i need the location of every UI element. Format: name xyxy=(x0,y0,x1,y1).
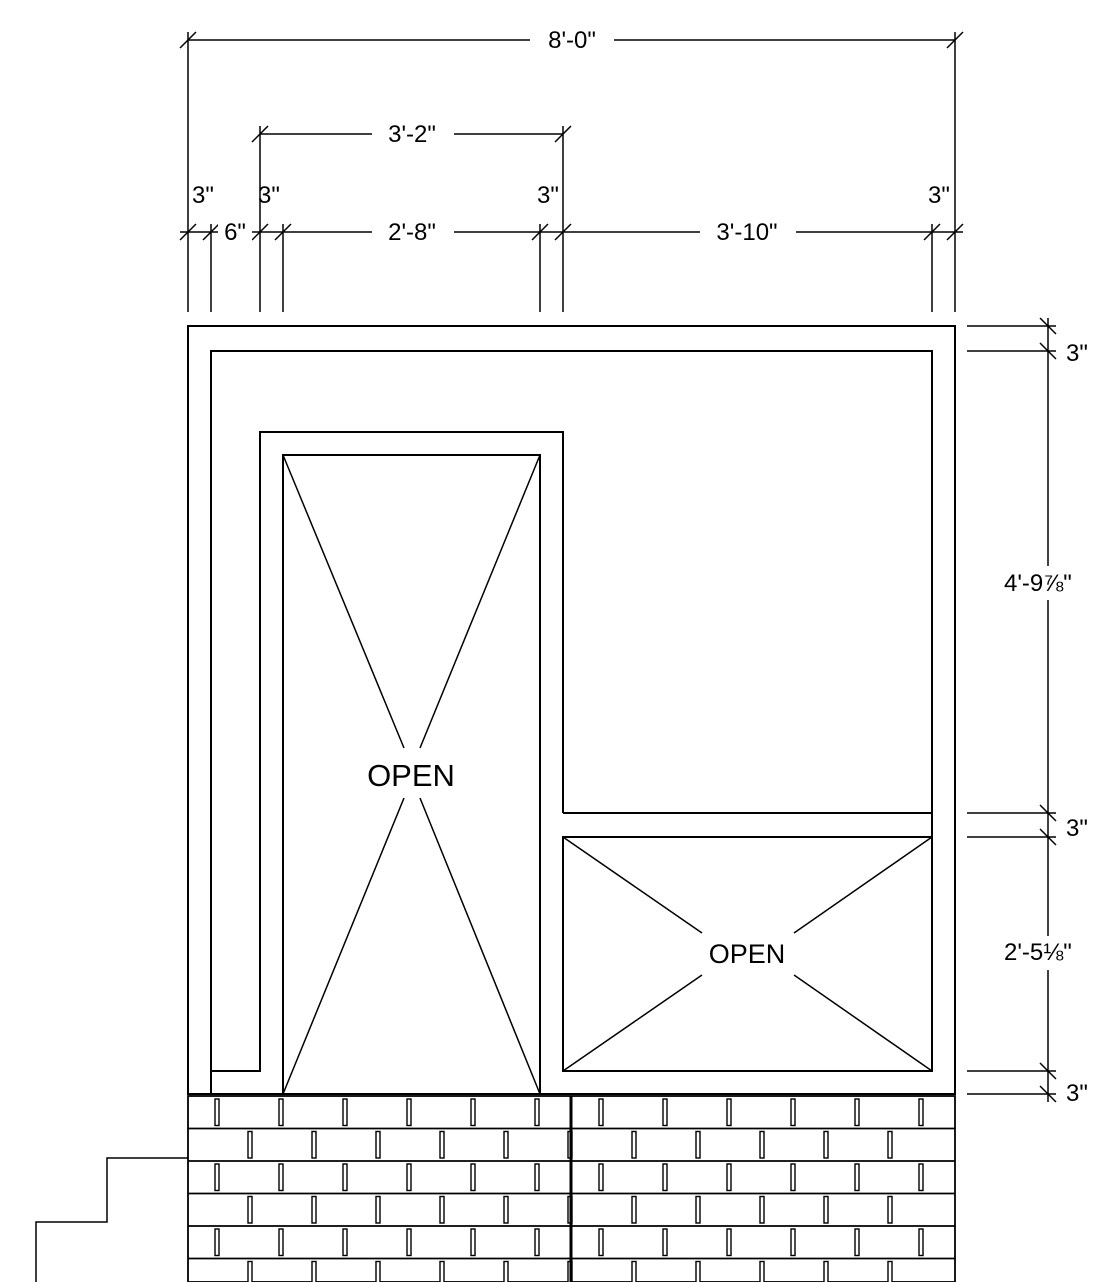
brick-joint xyxy=(759,1195,765,1224)
brick-joint xyxy=(662,1098,668,1127)
brick-base xyxy=(187,1095,956,1282)
brick-joint xyxy=(598,1163,604,1192)
brick-joint xyxy=(247,1130,253,1159)
brick-joint xyxy=(470,1098,476,1127)
brick-joint xyxy=(695,1130,701,1159)
steps xyxy=(35,1157,188,1282)
bottom-sill-label: 3" xyxy=(1066,1080,1088,1107)
brick-joint xyxy=(854,1228,860,1257)
brick-joint xyxy=(534,1228,540,1257)
dimension-overall-width: 8'-0" xyxy=(179,26,964,312)
left-jamb-a-label: 3" xyxy=(192,182,214,209)
brick-joint xyxy=(214,1163,220,1192)
brick-joint xyxy=(887,1130,893,1159)
frame-outline xyxy=(187,325,956,1095)
brick-joint xyxy=(406,1098,412,1127)
brick-joint xyxy=(854,1098,860,1127)
brick-joint xyxy=(598,1098,604,1127)
brick-joint xyxy=(278,1098,284,1127)
brick-joint xyxy=(375,1195,381,1224)
door-opening: OPEN xyxy=(282,454,541,1095)
brick-joint xyxy=(342,1163,348,1192)
brick-joint xyxy=(534,1163,540,1192)
brick-joint xyxy=(695,1195,701,1224)
brick-joint xyxy=(918,1163,924,1192)
brick-joint xyxy=(887,1195,893,1224)
brick-joint xyxy=(439,1195,445,1224)
brick-joint xyxy=(375,1130,381,1159)
brick-joint xyxy=(887,1260,893,1282)
brick-joint xyxy=(790,1098,796,1127)
brick-joint xyxy=(726,1098,732,1127)
left-gap-label: 6" xyxy=(224,219,246,246)
brick-joint xyxy=(214,1228,220,1257)
brick-joint xyxy=(214,1098,220,1127)
brick-joint xyxy=(918,1228,924,1257)
top-head-label: 3" xyxy=(1066,340,1088,367)
mid-sill-label: 3" xyxy=(1066,815,1088,842)
brick-joint xyxy=(631,1195,637,1224)
door-width-label: 2'-8" xyxy=(388,219,436,246)
door-span-label: 3'-2" xyxy=(388,121,436,148)
brick-joint xyxy=(439,1130,445,1159)
brick-joint xyxy=(534,1098,540,1127)
brick-joint xyxy=(470,1163,476,1192)
brick-joint xyxy=(726,1228,732,1257)
overall-width-label: 8'-0" xyxy=(548,27,596,54)
dimension-vertical-string: 3" 4'-9⅞" 3" 2'-5⅛" 3" xyxy=(967,317,1093,1107)
dimension-door-span: 3'-2" xyxy=(251,120,572,312)
brick-joint xyxy=(247,1195,253,1224)
brick-joint xyxy=(662,1228,668,1257)
upper-height-label: 4'-9⅞" xyxy=(1004,570,1072,597)
brick-joint xyxy=(759,1130,765,1159)
brick-joint xyxy=(342,1228,348,1257)
brick-joint xyxy=(854,1163,860,1192)
brick-joint xyxy=(406,1163,412,1192)
mid-jamb-label: 3" xyxy=(537,182,559,209)
window-open-label: OPEN xyxy=(709,939,786,969)
right-jamb-label: 3" xyxy=(928,182,950,209)
brick-joint xyxy=(631,1130,637,1159)
brick-joint xyxy=(439,1260,445,1282)
brick-joint xyxy=(278,1163,284,1192)
brick-joint xyxy=(503,1195,509,1224)
brick-joint xyxy=(503,1130,509,1159)
brick-joint xyxy=(311,1195,317,1224)
brick-joint xyxy=(726,1163,732,1192)
brick-joint xyxy=(759,1260,765,1282)
brick-joint xyxy=(311,1260,317,1282)
brick-joint xyxy=(631,1260,637,1282)
window-opening: OPEN xyxy=(562,836,933,1072)
brick-joint xyxy=(790,1228,796,1257)
brick-joint xyxy=(247,1260,253,1282)
window-width-label: 3'-10" xyxy=(716,219,777,246)
brick-joint xyxy=(342,1098,348,1127)
brick-joint xyxy=(823,1130,829,1159)
brick-joint xyxy=(311,1130,317,1159)
brick-joint xyxy=(470,1228,476,1257)
brick-joint xyxy=(598,1228,604,1257)
brick-joint xyxy=(278,1228,284,1257)
left-jamb-b-label: 3" xyxy=(258,182,280,209)
brick-joint xyxy=(662,1163,668,1192)
dimension-detail-string: 6" 2'-8" 3'-10" xyxy=(179,218,964,312)
door-open-label: OPEN xyxy=(367,758,455,793)
brick-joint xyxy=(918,1098,924,1127)
brick-joint xyxy=(503,1260,509,1282)
brick-joint xyxy=(695,1260,701,1282)
window-height-label: 2'-5⅛" xyxy=(1004,939,1072,966)
brick-joint xyxy=(375,1260,381,1282)
brick-joint xyxy=(406,1228,412,1257)
brick-joint xyxy=(790,1163,796,1192)
brick-joint xyxy=(823,1260,829,1282)
brick-joint xyxy=(823,1195,829,1224)
